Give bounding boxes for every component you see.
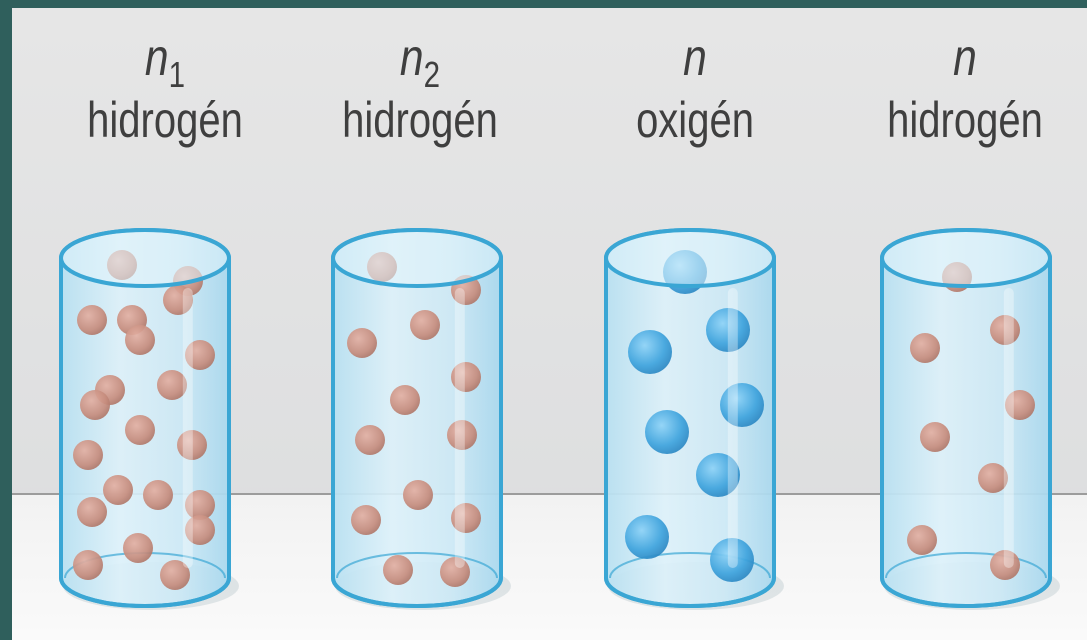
cylinder-top-rim: [604, 228, 776, 288]
gas-name: hidrogén: [342, 92, 498, 148]
hydrogen-particle: [125, 415, 155, 445]
hydrogen-particle: [410, 310, 440, 340]
hydrogen-particle: [990, 315, 1020, 345]
hydrogen-particle: [978, 463, 1008, 493]
label-cylinder-2: n2 hidrogén: [315, 30, 525, 170]
oxygen-particle: [696, 453, 740, 497]
amount-symbol: n1: [144, 29, 186, 95]
cylinder-1: [59, 228, 239, 610]
cylinder-4: [880, 228, 1060, 610]
glass-highlight: [1003, 288, 1014, 568]
hydrogen-particle: [103, 475, 133, 505]
hydrogen-particle: [163, 285, 193, 315]
hydrogen-particle: [451, 503, 481, 533]
cylinder-bottom-rim-back: [336, 552, 498, 579]
cylinder-top-rim: [880, 228, 1052, 288]
hydrogen-particle: [355, 425, 385, 455]
hydrogen-particle: [383, 555, 413, 585]
cylinder-bottom-rim-front: [59, 577, 231, 608]
hydrogen-particle: [390, 385, 420, 415]
hydrogen-particle: [160, 560, 190, 590]
cylinder-bottom-rim-front: [331, 577, 503, 608]
hydrogen-particle: [123, 533, 153, 563]
oxygen-particle: [625, 515, 669, 559]
cylinder-top-rim: [59, 228, 231, 288]
gas-name: oxigén: [636, 92, 754, 148]
cylinder-2: [331, 228, 511, 610]
hydrogen-particle: [347, 328, 377, 358]
oxygen-particle: [645, 410, 689, 454]
hydrogen-particle: [125, 325, 155, 355]
oxygen-particle: [720, 383, 764, 427]
hydrogen-particle: [447, 420, 477, 450]
label-cylinder-1: n1 hidrogén: [60, 30, 270, 170]
hydrogen-particle: [77, 497, 107, 527]
cylinder-bottom-rim-front: [880, 577, 1052, 608]
label-cylinder-3: n oxigén: [590, 30, 800, 170]
glass-highlight: [727, 288, 738, 568]
cylinder-bottom-rim-back: [609, 552, 771, 579]
hydrogen-particle: [920, 422, 950, 452]
amount-symbol: n2: [399, 29, 441, 95]
hydrogen-particle: [177, 430, 207, 460]
amount-symbol: n: [683, 29, 707, 87]
hydrogen-particle: [157, 370, 187, 400]
cylinder-top-rim: [331, 228, 503, 288]
hydrogen-particle: [73, 550, 103, 580]
hydrogen-particle: [73, 440, 103, 470]
amount-symbol: n: [953, 29, 977, 87]
label-cylinder-4: n hidrogén: [860, 30, 1070, 170]
hydrogen-particle: [907, 525, 937, 555]
oxygen-particle: [710, 538, 754, 582]
hydrogen-particle: [185, 490, 215, 520]
cylinder-3: [604, 228, 784, 610]
gas-name: hidrogén: [87, 92, 243, 148]
cylinder-bottom-rim-front: [604, 577, 776, 608]
hydrogen-particle: [403, 480, 433, 510]
glass-highlight: [182, 288, 193, 568]
hydrogen-particle: [185, 515, 215, 545]
hydrogen-particle: [451, 362, 481, 392]
hydrogen-particle: [1005, 390, 1035, 420]
hydrogen-particle: [80, 390, 110, 420]
oxygen-particle: [628, 330, 672, 374]
hydrogen-particle: [440, 557, 470, 587]
hydrogen-particle: [185, 340, 215, 370]
cylinder-bottom-rim-back: [885, 552, 1047, 579]
oxygen-particle: [706, 308, 750, 352]
hydrogen-particle: [143, 480, 173, 510]
hydrogen-particle: [990, 550, 1020, 580]
gas-name: hidrogén: [887, 92, 1043, 148]
hydrogen-particle: [77, 305, 107, 335]
glass-highlight: [454, 288, 465, 568]
hydrogen-particle: [351, 505, 381, 535]
hydrogen-particle: [910, 333, 940, 363]
